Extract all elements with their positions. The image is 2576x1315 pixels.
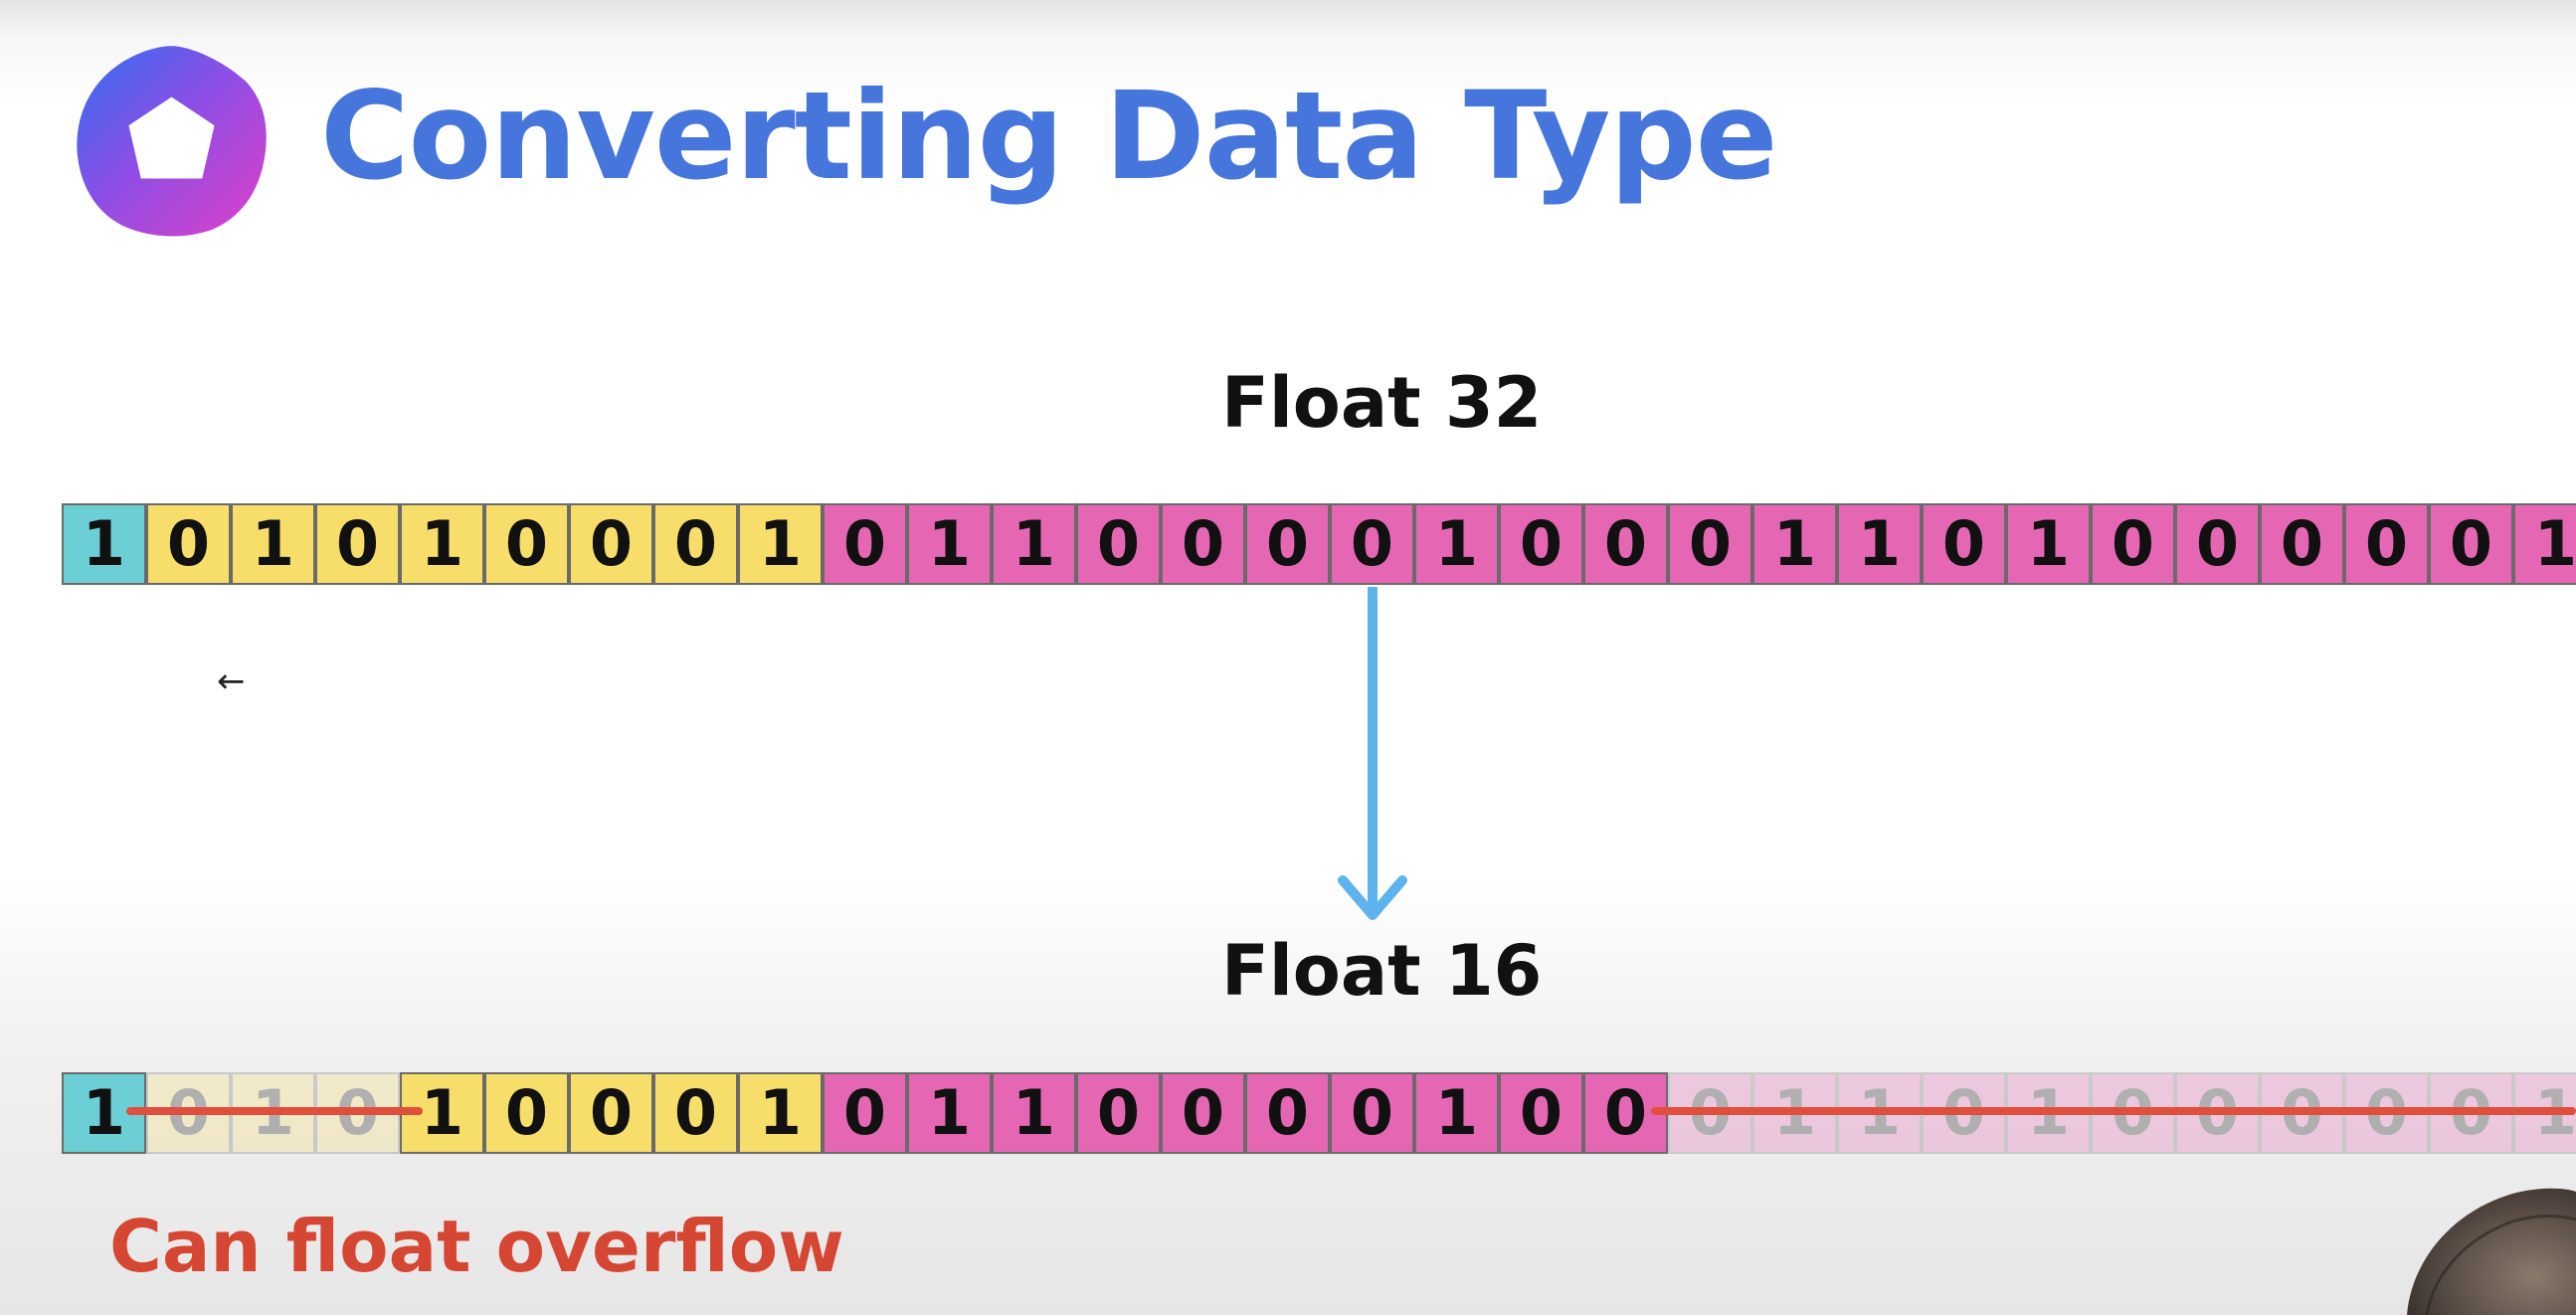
- float16-bit-man: 1: [992, 1072, 1076, 1154]
- float32-bit-man: 0: [2091, 503, 2175, 585]
- float16-bit-man: 0: [1245, 1072, 1330, 1154]
- float32-bit-exp: 1: [231, 503, 315, 585]
- float32-bit-man: 0: [2260, 503, 2344, 585]
- arrow-down-icon: [1338, 587, 1407, 920]
- float16-bit-man: 0: [1076, 1072, 1161, 1154]
- float32-bit-exp: 0: [315, 503, 400, 585]
- logo-pentagon-ring-icon: [77, 46, 267, 237]
- float16-bit-exp: 0: [653, 1072, 738, 1154]
- float32-bit-man: 0: [1330, 503, 1414, 585]
- float16-bit-man: 1: [907, 1072, 992, 1154]
- float16-bit-man: 0: [1330, 1072, 1414, 1154]
- float32-bit-man: 0: [1161, 503, 1245, 585]
- float32-bit-man: 1: [2006, 503, 2091, 585]
- float32-bit-man: 0: [1922, 503, 2006, 585]
- float16-bit-man: 0: [1583, 1072, 1668, 1154]
- float32-bit-man: 0: [2175, 503, 2260, 585]
- float32-bit-man: 1: [1837, 503, 1922, 585]
- float32-bit-sign: 1: [62, 503, 146, 585]
- float16-bit-man: 0: [1161, 1072, 1245, 1154]
- slide-title: Converting Data Type: [320, 66, 1777, 207]
- exponent-strike-line: [126, 1107, 423, 1115]
- float32-bit-man: 1: [907, 503, 992, 585]
- float32-bit-exp: 0: [569, 503, 653, 585]
- float32-bit-man: 0: [1583, 503, 1668, 585]
- float16-label: Float 16: [1221, 930, 1543, 1012]
- overflow-note: Can float overflow: [109, 1205, 844, 1288]
- float32-bit-exp: 1: [400, 503, 484, 585]
- float32-bit-man: 0: [1499, 503, 1583, 585]
- float32-bit-man: 0: [2344, 503, 2429, 585]
- float32-bit-man: 0: [823, 503, 907, 585]
- float32-bit-man: 1: [2513, 503, 2576, 585]
- arrow-left-icon: ←: [217, 661, 246, 701]
- float32-bit-exp: 0: [146, 503, 231, 585]
- mantissa-strike-line: [1651, 1107, 2576, 1115]
- float32-bit-exp: 0: [484, 503, 569, 585]
- float32-bit-man: 0: [1245, 503, 1330, 585]
- float32-bit-man: 1: [992, 503, 1076, 585]
- float16-bit-man: 1: [1414, 1072, 1499, 1154]
- float16-bit-exp: 0: [484, 1072, 569, 1154]
- float32-bit-man: 0: [1076, 503, 1161, 585]
- float32-label: Float 32: [1221, 362, 1543, 444]
- float32-bit-man: 0: [1668, 503, 1752, 585]
- float32-bit-exp: 0: [653, 503, 738, 585]
- float32-bit-man: 1: [1752, 503, 1837, 585]
- float32-bit-exp: 1: [738, 503, 823, 585]
- float32-bit-man: 0: [2429, 503, 2513, 585]
- float16-bit-man: 0: [1499, 1072, 1583, 1154]
- presenter-silhouette: [2407, 1188, 2576, 1315]
- float16-bit-exp: 1: [738, 1072, 823, 1154]
- float16-bit-exp: 0: [569, 1072, 653, 1154]
- float16-bit-man: 0: [823, 1072, 907, 1154]
- float32-bit-man: 1: [1414, 503, 1499, 585]
